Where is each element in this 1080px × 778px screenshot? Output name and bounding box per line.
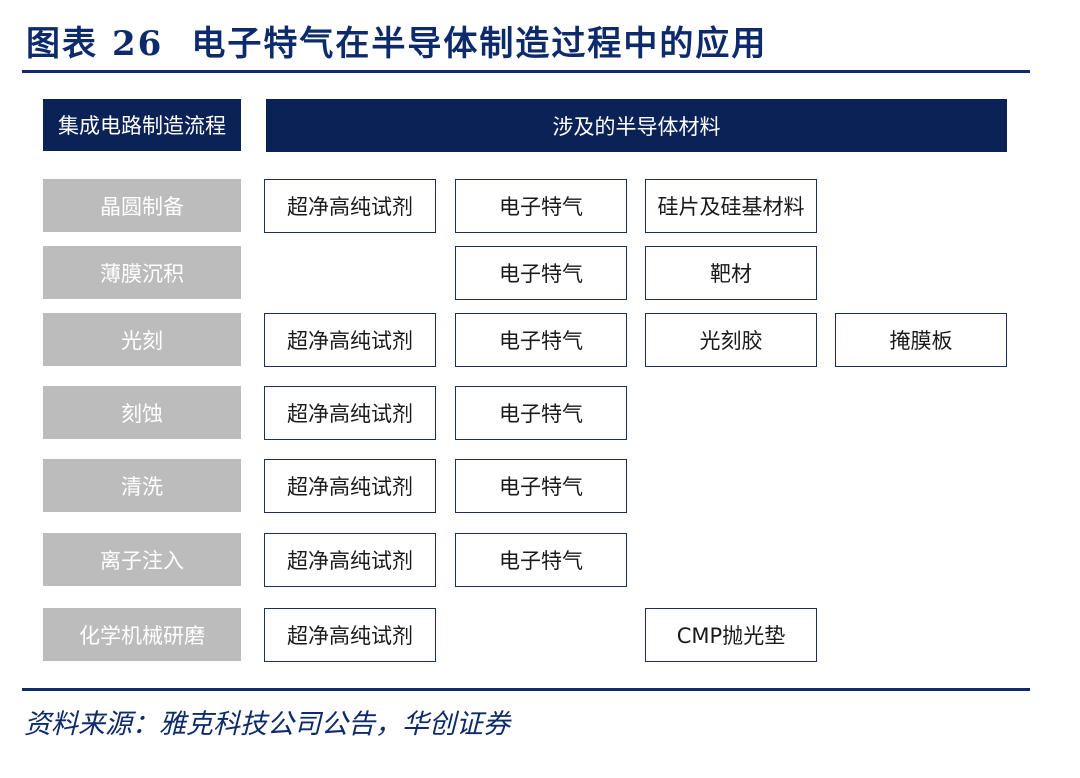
material-box: 光刻胶 [645, 313, 817, 367]
material-box: 掩膜板 [835, 313, 1007, 367]
material-box: CMP抛光垫 [645, 608, 817, 662]
process-step: 离子注入 [43, 533, 241, 586]
material-box: 超净高纯试剂 [264, 533, 436, 587]
process-step: 化学机械研磨 [43, 608, 241, 661]
figure-title: 图表 26 电子特气在半导体制造过程中的应用 [26, 16, 767, 65]
title-divider [22, 70, 1030, 73]
process-header: 集成电路制造流程 [43, 99, 241, 151]
material-box: 电子特气 [455, 386, 627, 440]
material-box: 硅片及硅基材料 [645, 179, 817, 233]
materials-header: 涉及的半导体材料 [266, 99, 1007, 152]
figure-title-text: 电子特气在半导体制造过程中的应用 [191, 24, 768, 64]
material-box: 电子特气 [455, 246, 627, 300]
source-note: 资料来源：雅克科技公司公告，华创证券 [24, 709, 510, 740]
process-step: 光刻 [43, 313, 241, 366]
material-box: 超净高纯试剂 [264, 179, 436, 233]
material-box: 超净高纯试剂 [264, 386, 436, 440]
material-box: 电子特气 [455, 179, 627, 233]
process-step: 薄膜沉积 [43, 246, 241, 299]
process-step: 刻蚀 [43, 386, 241, 439]
material-box: 靶材 [645, 246, 817, 300]
material-box: 超净高纯试剂 [264, 608, 436, 662]
process-step: 晶圆制备 [43, 179, 241, 232]
material-box: 电子特气 [455, 533, 627, 587]
figure-number: 26 [112, 24, 164, 64]
material-box: 超净高纯试剂 [264, 459, 436, 513]
process-step: 清洗 [43, 459, 241, 512]
figure-label: 图表 [26, 24, 98, 64]
material-box: 电子特气 [455, 459, 627, 513]
material-box: 超净高纯试剂 [264, 313, 436, 367]
material-box: 电子特气 [455, 313, 627, 367]
source-divider [22, 688, 1030, 691]
